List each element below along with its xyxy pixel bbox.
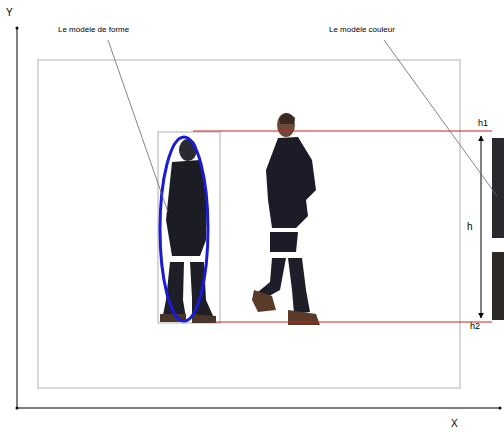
person-silhouette (252, 113, 320, 325)
dimension-label: h1 (478, 119, 488, 128)
axis-label: Y (6, 8, 13, 18)
height-arrow (481, 136, 482, 318)
leader-line (384, 40, 497, 196)
color-model-strip (492, 252, 504, 320)
callout-text: Le modèle de forme (58, 26, 129, 34)
y-axis (17, 28, 18, 408)
shape-model-ellipse (160, 137, 208, 321)
axis-origin (16, 407, 19, 410)
height-line (215, 322, 492, 323)
axis-end (16, 27, 19, 30)
bounding-box (158, 132, 220, 323)
dimension-label: h (467, 222, 473, 232)
image-frame (38, 60, 460, 388)
height-line (193, 131, 492, 132)
color-model-strip (492, 138, 504, 238)
x-axis (17, 408, 500, 409)
axis-end (499, 407, 502, 410)
axis-label: X (451, 419, 458, 429)
leader-line (108, 40, 168, 212)
callout-text: Le modèle couleur (329, 26, 395, 34)
dimension-label: h2 (470, 322, 480, 331)
